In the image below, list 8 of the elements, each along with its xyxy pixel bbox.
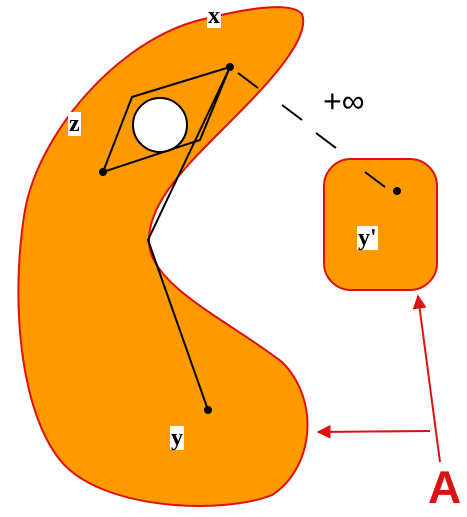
point-label: y <box>170 426 184 450</box>
square-region <box>323 158 438 291</box>
infinity-label: +∞ <box>322 84 366 118</box>
arrow <box>412 294 441 462</box>
arrow <box>316 424 430 439</box>
point-label: y' <box>357 226 378 250</box>
region-letter: A <box>428 462 467 512</box>
point-label: z <box>68 112 81 136</box>
